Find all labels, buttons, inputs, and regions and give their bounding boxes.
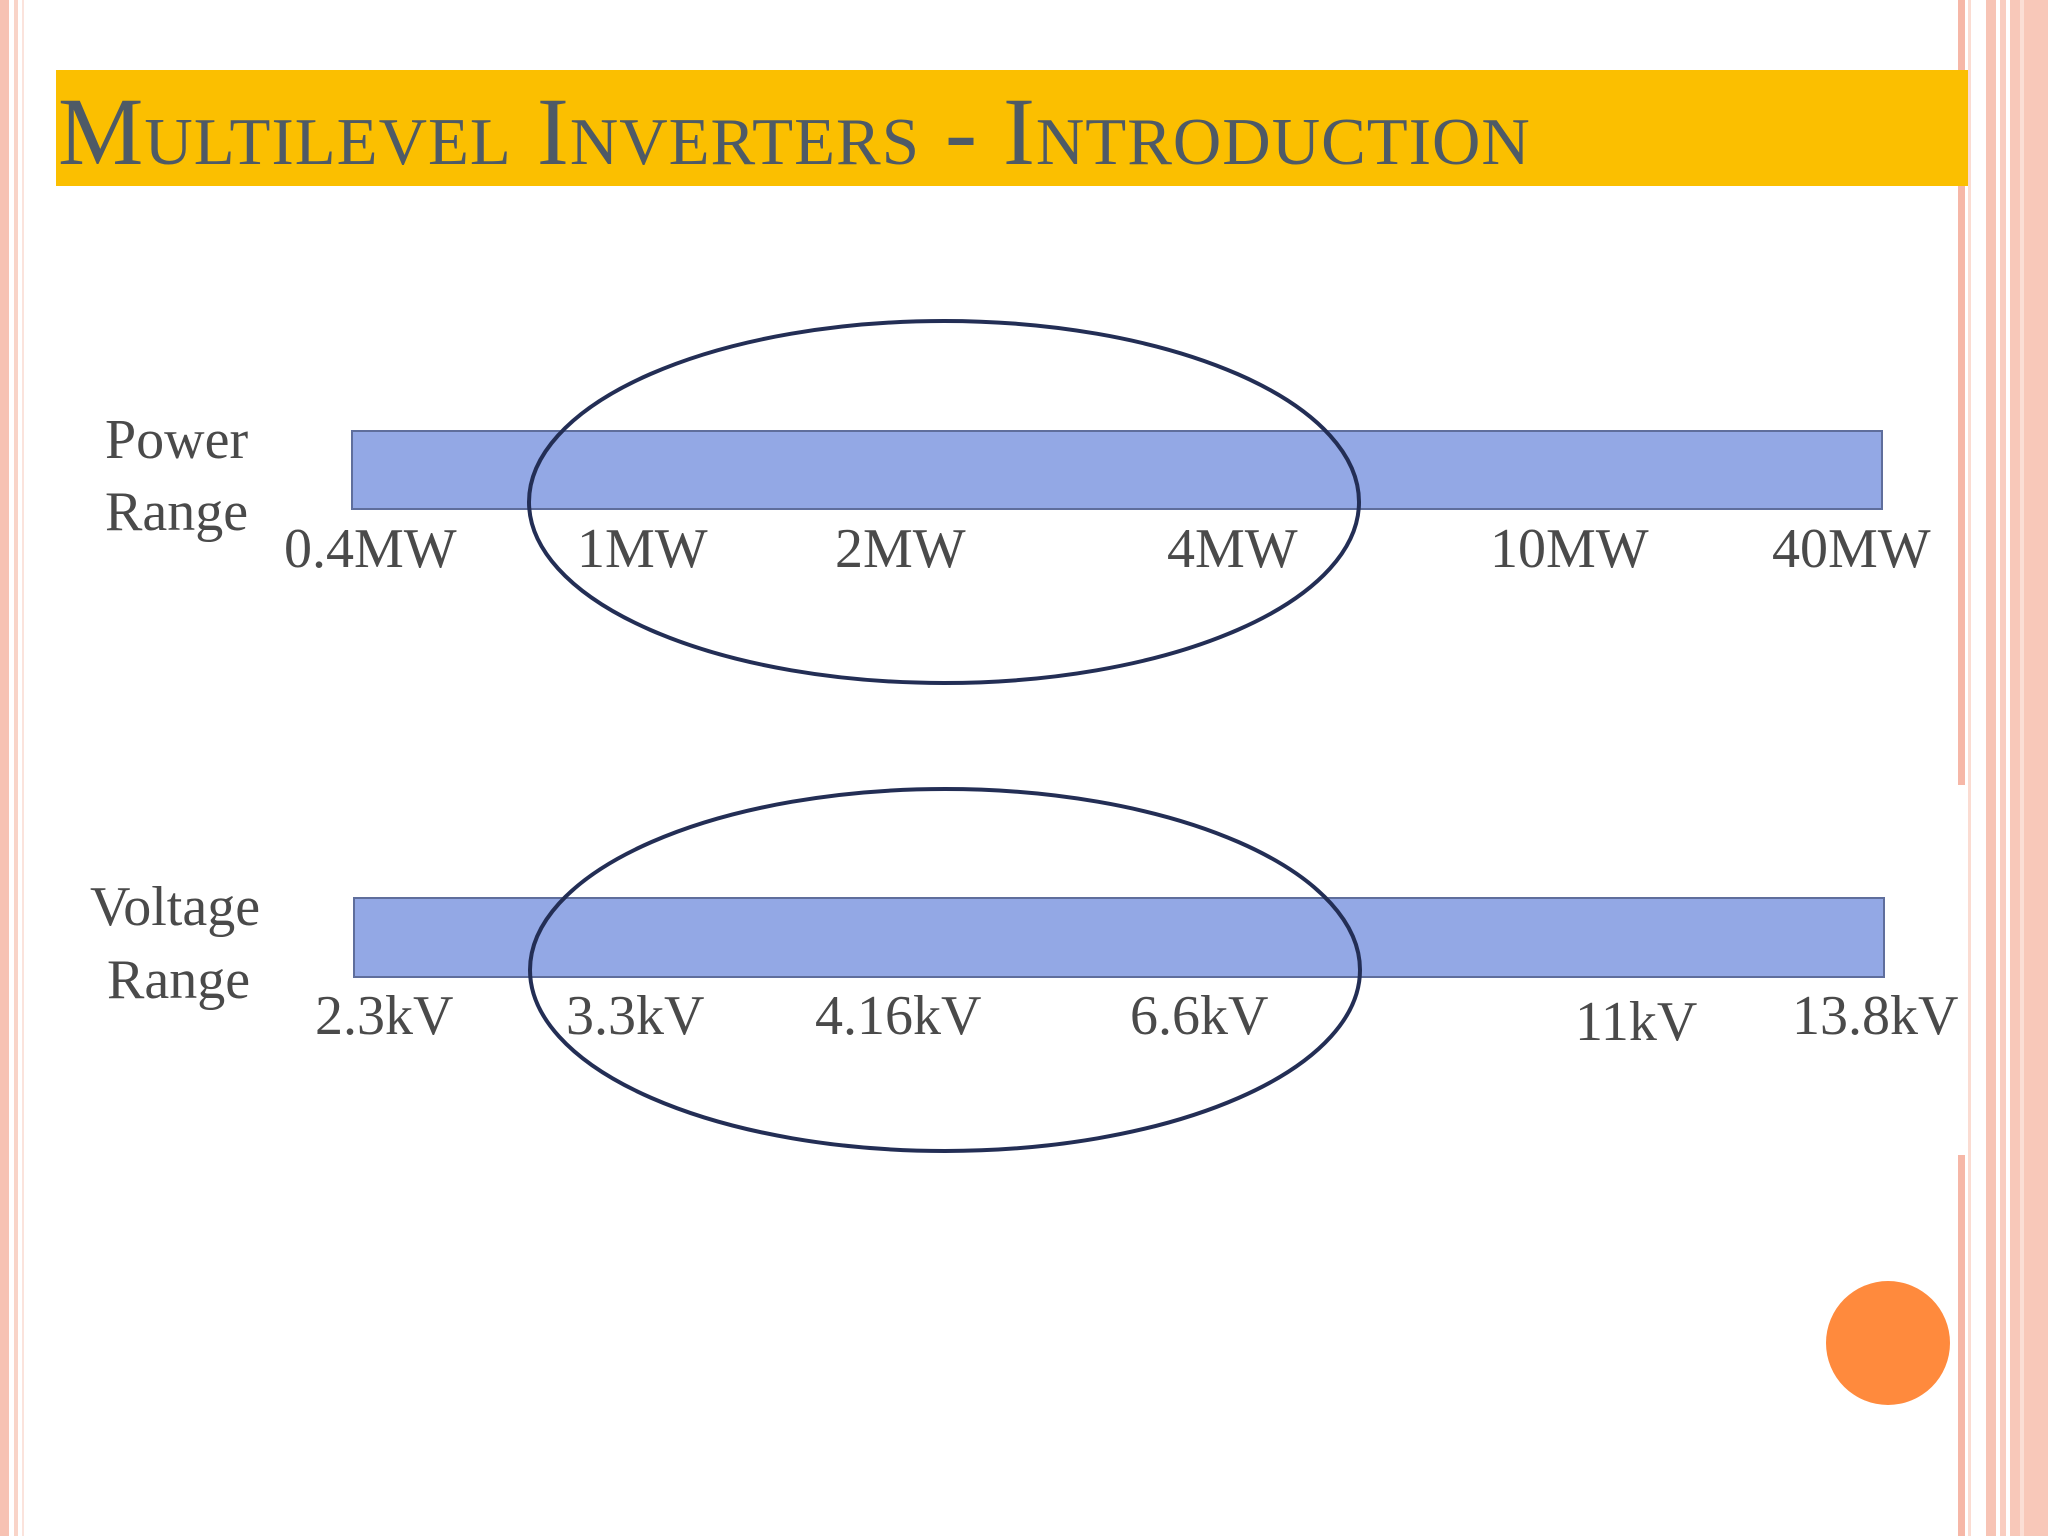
right-frame-stripe [1958,1155,1965,1536]
voltage-tick-label: 13.8kV [1792,985,1958,1047]
voltage-range-bar [353,897,1885,978]
voltage-highlight-ellipse [528,787,1362,1153]
voltage-range-group: Voltage Range 2.3kV 3.3kV 4.16kV 6.6kV 1… [90,787,1958,1153]
power-tick-label: 4MW [1167,518,1298,580]
voltage-tick-label: 11kV [1575,991,1697,1053]
right-frame-stripe [1968,0,1971,1536]
right-frame-stripe [2020,0,2024,1536]
voltage-tick-label: 3.3kV [566,985,704,1047]
right-frame-stripe [2010,0,2048,1536]
power-range-bar [351,430,1883,510]
power-tick-label: 10MW [1490,518,1649,580]
left-frame-stripe [0,0,9,1536]
right-frame-stripe [1986,0,1996,1536]
right-frame-stripe [2000,0,2006,1536]
power-tick-label: 1MW [577,518,708,580]
voltage-tick-label: 4.16kV [815,985,981,1047]
left-frame-stripe [14,0,18,1536]
accent-dot [1826,1281,1950,1405]
voltage-tick-label: 2.3kV [315,985,453,1047]
power-tick-label: 0.4MW [284,518,457,580]
power-label-line1: Power [105,409,248,471]
right-frame-stripe [1958,0,1965,785]
power-label-line2: Range [105,481,248,543]
power-tick-label: 2MW [835,518,966,580]
voltage-tick-label: 6.6kV [1130,985,1268,1047]
slide-title: Multilevel Inverters - Introduction [58,78,1531,185]
voltage-label-line2: Range [107,949,250,1011]
power-tick-label: 40MW [1772,518,1931,580]
power-range-group: Power Range 0.4MW 1MW 2MW 4MW 10MW 40MW [105,319,1931,685]
voltage-label-line1: Voltage [90,876,260,938]
power-highlight-ellipse [527,319,1361,685]
left-frame-stripe [22,0,24,1536]
title-band [56,70,1968,186]
